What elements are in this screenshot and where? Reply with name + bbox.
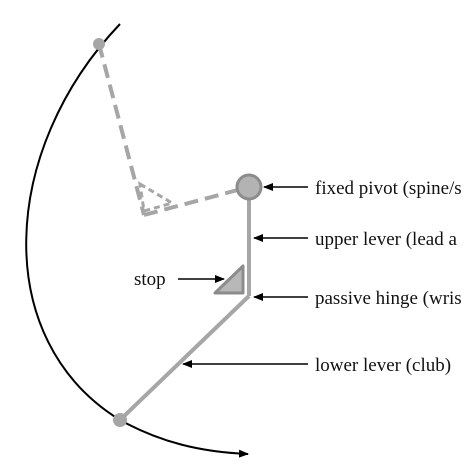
annotation-arrows — [178, 183, 308, 368]
dashed-stop-triangle — [138, 181, 176, 213]
upper-lever-label: upper lever (lead a — [315, 229, 457, 250]
passive-hinge-label: passive hinge (wris — [315, 288, 462, 309]
dashed-upper-lever — [143, 185, 250, 217]
backswing-dashed-levers — [93, 38, 250, 217]
fixed-pivot-label: fixed pivot (spine/s — [315, 178, 462, 199]
dashed-club-head — [93, 38, 105, 50]
swing-arc — [25, 23, 249, 458]
stop-label: stop — [134, 269, 166, 290]
impact-solid-levers — [113, 173, 263, 427]
stop-triangle — [213, 264, 245, 295]
club-head — [113, 413, 127, 427]
lower-lever-label: lower lever (club) — [315, 355, 451, 376]
dashed-lower-lever — [97, 43, 146, 216]
lower-lever-line — [118, 294, 251, 422]
fixed-pivot-circle — [235, 173, 263, 201]
